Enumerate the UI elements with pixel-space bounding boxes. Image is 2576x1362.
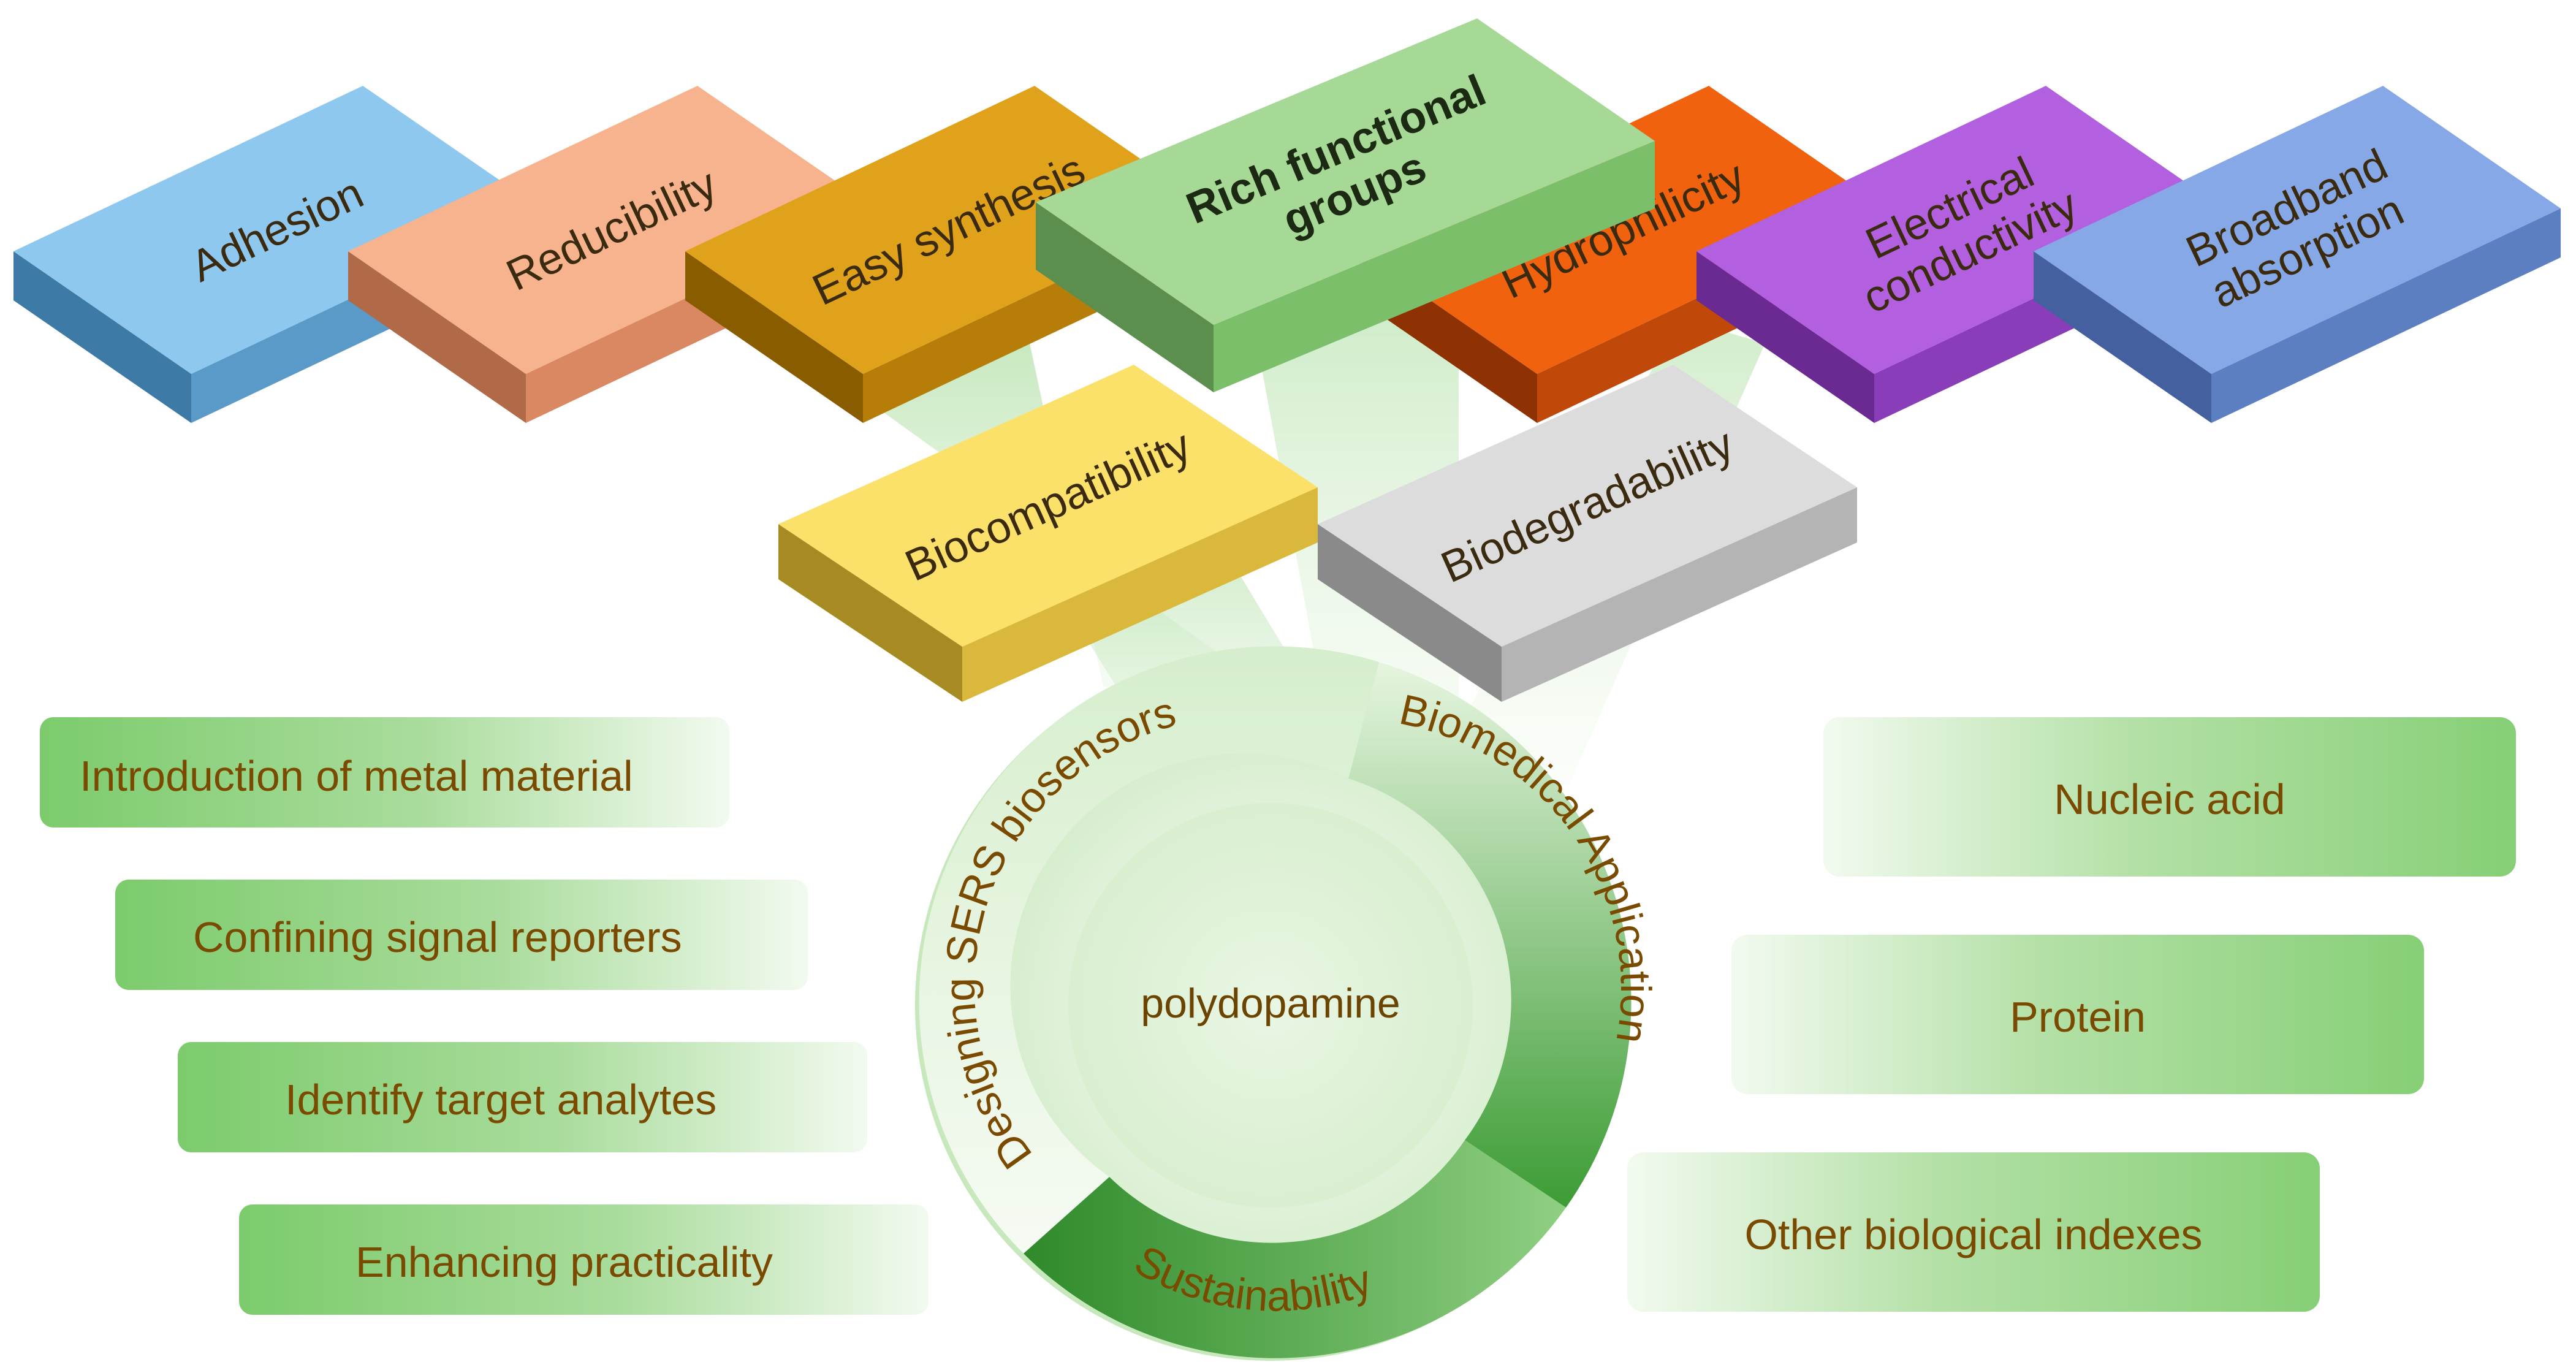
property-block: Broadbandabsorption xyxy=(2034,86,2561,423)
left-pill-label: Enhancing practicality xyxy=(355,1238,773,1286)
left-pill-label: Confining signal reporters xyxy=(193,913,682,961)
right-pill-label: Nucleic acid xyxy=(2054,775,2285,823)
ring-segment-biomedical xyxy=(1348,662,1632,1208)
right-pill-group: Nucleic acid Protein Other biological in… xyxy=(1627,717,2516,1312)
ring-inner-circle xyxy=(1068,803,1473,1208)
left-pill-group: Introduction of metal material Confining… xyxy=(40,717,929,1315)
right-pill-label: Protein xyxy=(2010,993,2146,1041)
left-pill: Identify target analytes xyxy=(178,1042,867,1152)
ring-segment-designing xyxy=(919,646,1379,1254)
right-pill: Nucleic acid xyxy=(1823,717,2516,877)
left-pill-label: Introduction of metal material xyxy=(80,752,633,800)
left-pill: Confining signal reporters xyxy=(115,880,808,990)
left-pill: Enhancing practicality xyxy=(239,1204,929,1315)
ring-segment-sustainability xyxy=(1024,1140,1566,1358)
left-pill: Introduction of metal material xyxy=(40,717,729,827)
right-pill: Protein xyxy=(1731,935,2424,1094)
property-block: Rich functionalgroups xyxy=(1036,18,1655,392)
right-pill-label: Other biological indexes xyxy=(1744,1211,2202,1258)
right-pill: Other biological indexes xyxy=(1627,1152,2320,1312)
left-pill-label: Identify target analytes xyxy=(285,1076,716,1124)
center-label: polydopamine xyxy=(1141,980,1400,1027)
lower-property-block: Biocompatibility xyxy=(778,365,1318,702)
center-ring: Designing SERS biosensors Biomedical App… xyxy=(915,646,1660,1361)
